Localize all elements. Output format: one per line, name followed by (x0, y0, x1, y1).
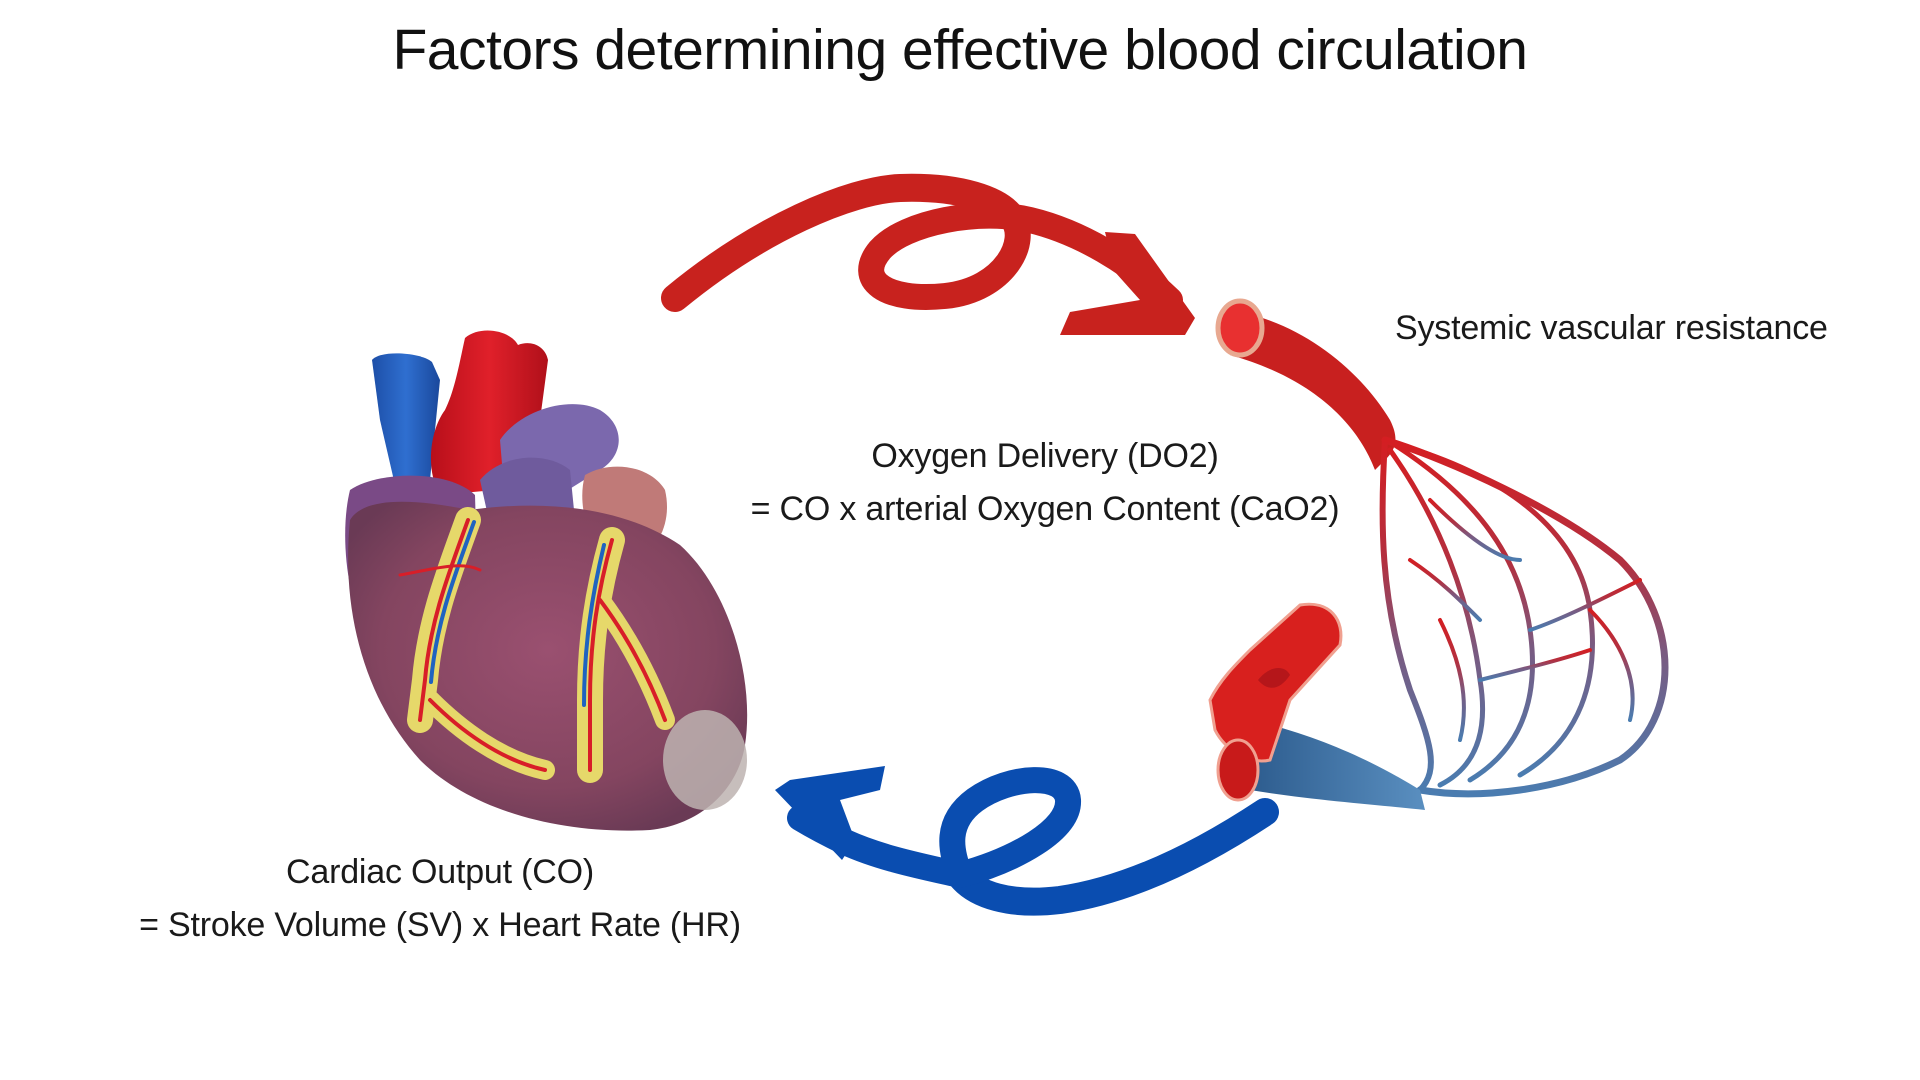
cardiac-output-title: Cardiac Output (CO) (286, 853, 594, 891)
cut-vein-opening (1216, 738, 1260, 802)
red-arrow-shaft (661, 173, 1026, 312)
cardiac-output-label: Cardiac Output (CO) = Stroke Volume (SV)… (80, 846, 800, 952)
diagram-title: Factors determining effective blood circ… (392, 18, 1528, 82)
coronary-vessels (398, 507, 675, 783)
cardiac-output-formula: = Stroke Volume (SV) x Heart Rate (HR) (139, 906, 741, 944)
artery-opening (1215, 298, 1265, 358)
oxygen-delivery-title: Oxygen Delivery (DO2) (871, 437, 1219, 475)
artery-shape (1228, 310, 1396, 470)
apex-highlight (663, 710, 747, 810)
systemic-vascular-resistance-label: Systemic vascular resistance (1395, 309, 1828, 347)
vein-valve (1258, 668, 1290, 688)
capillary-bed (1379, 436, 1669, 798)
oxygen-delivery-formula: = CO x arterial Oxygen Content (CaO2) (750, 490, 1340, 528)
blue-arrow-head (775, 766, 885, 860)
oxygen-delivery-label: Oxygen Delivery (DO2) = CO x arterial Ox… (690, 430, 1400, 536)
blue-arrow-shaft (946, 798, 1279, 916)
red-arrow-head (1060, 232, 1195, 335)
vena-cava-shape (372, 353, 440, 485)
red-arrow-loop (858, 202, 1183, 313)
vein-shape (1250, 720, 1425, 810)
